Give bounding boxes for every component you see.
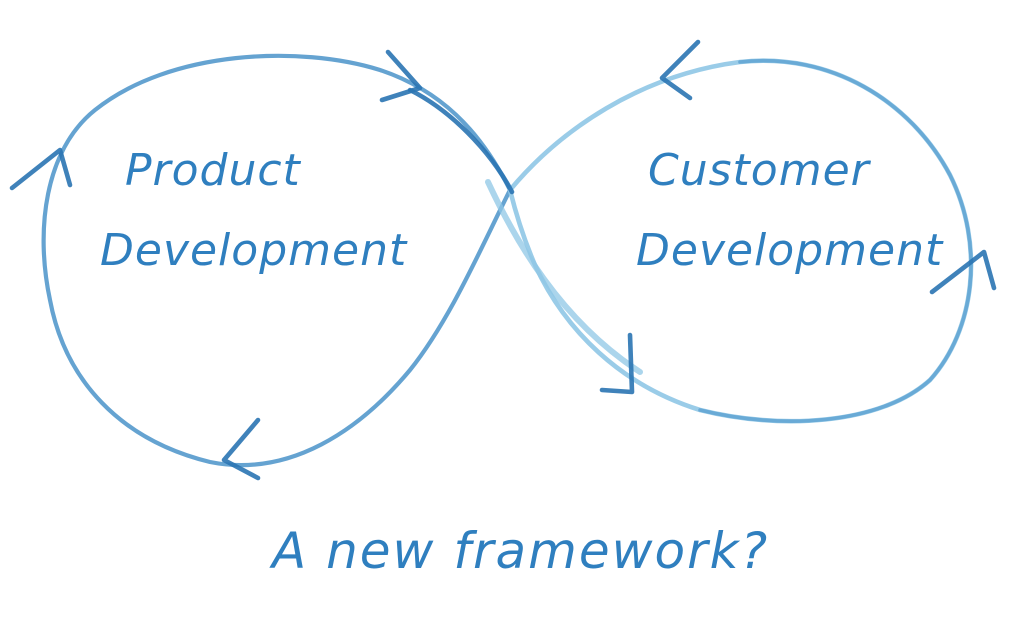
customer-label-line2: Development (636, 225, 944, 276)
arrow-right-up (929, 249, 997, 295)
customer-loop-outer (698, 59, 973, 423)
arrow-top-right (379, 49, 423, 103)
caption: A new framework? (269, 522, 769, 580)
crossing-stroke-dark (407, 87, 515, 195)
arrow-left-up (9, 147, 73, 191)
arrow-bottom-left (221, 417, 261, 481)
arrow-center-down (599, 332, 635, 395)
product-label-line1: Product (125, 145, 302, 196)
product-loop (41, 53, 513, 468)
customer-label-line1: Customer (648, 145, 872, 196)
product-label-line2: Development (100, 225, 408, 276)
arrow-top-left (659, 39, 701, 101)
crossing-stroke-light (485, 179, 643, 375)
